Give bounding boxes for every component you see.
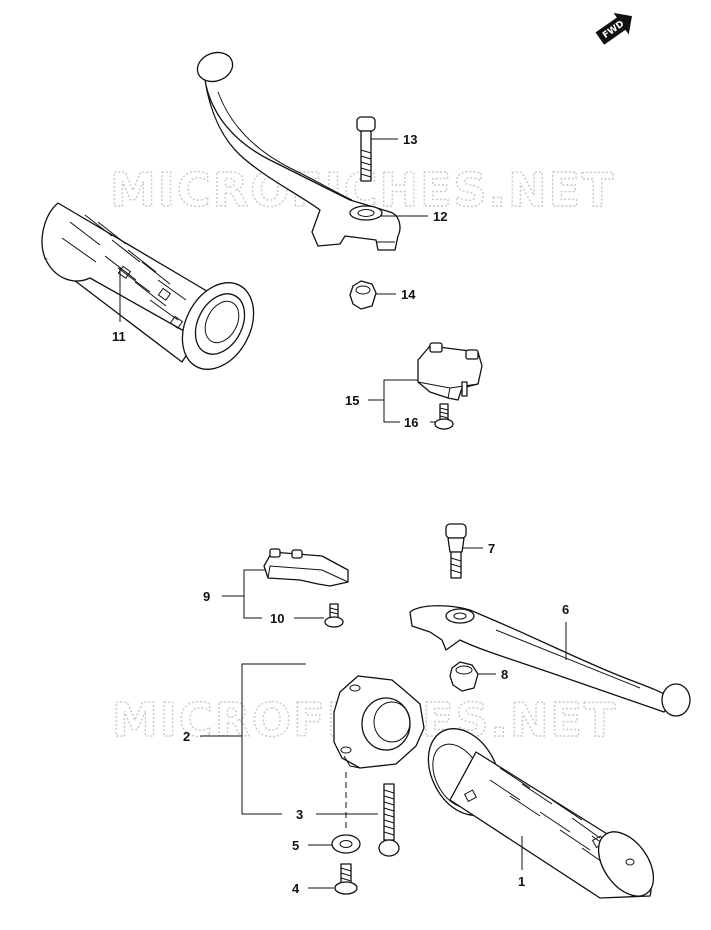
brake-lever-lower-part	[409, 605, 691, 717]
bracket-2-3	[200, 663, 306, 815]
callout-6: 6	[562, 602, 569, 617]
screw-16-part	[434, 403, 454, 430]
screw-10-part	[324, 603, 344, 628]
callout-4: 4	[292, 881, 300, 896]
callout-9: 9	[203, 589, 210, 604]
switch-15-part	[417, 342, 483, 401]
screw-4-part	[334, 863, 358, 895]
callout-5: 5	[292, 838, 299, 853]
callout-7: 7	[488, 541, 495, 556]
callout-14: 14	[401, 287, 416, 302]
switch-9-part	[263, 548, 349, 587]
callout-12: 12	[433, 209, 447, 224]
fwd-arrow-icon: FWD	[595, 12, 632, 45]
grip-right-part	[427, 728, 655, 899]
brake-lever-upper-part	[196, 51, 401, 251]
callout-11: 11	[112, 329, 126, 344]
bolt-13-part	[356, 116, 376, 182]
callout-16: 16	[404, 415, 418, 430]
callout-13: 13	[403, 132, 417, 147]
callout-1: 1	[518, 874, 525, 889]
screw-3-part	[378, 783, 400, 857]
bolt-7-part	[445, 523, 467, 579]
callout-10: 10	[270, 611, 284, 626]
callout-8: 8	[501, 667, 508, 682]
callout-3: 3	[296, 807, 303, 822]
grip-left-part	[41, 202, 255, 370]
nut-14-part	[349, 280, 377, 310]
bracket-9-10	[222, 569, 266, 619]
washer-5-part	[331, 834, 361, 854]
housing-2-part	[333, 675, 425, 769]
callout-2: 2	[183, 729, 190, 744]
callout-15: 15	[345, 393, 359, 408]
nut-8-part	[449, 661, 479, 692]
bracket-15-16	[368, 379, 418, 423]
